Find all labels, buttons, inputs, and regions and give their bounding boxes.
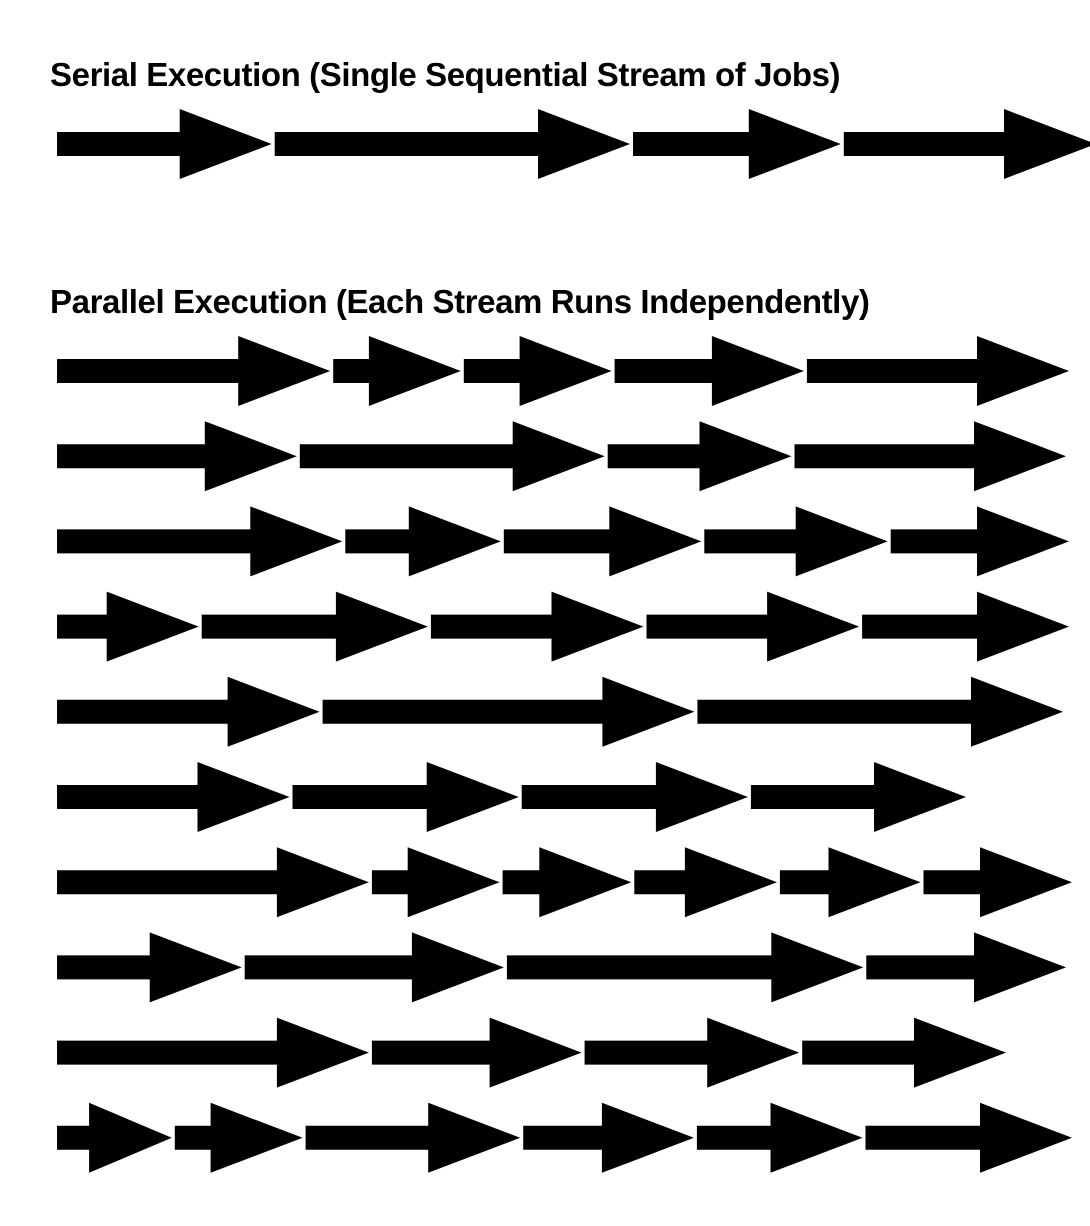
- parallel-job-arrow: [502, 847, 632, 918]
- parallel-job-arrow: [299, 421, 605, 492]
- parallel-job-arrow: [890, 506, 1069, 577]
- parallel-job-arrow: [750, 762, 966, 832]
- parallel-job-arrow: [463, 336, 612, 406]
- parallel-job-arrow: [866, 932, 1066, 1003]
- parallel-job-arrow: [371, 847, 500, 918]
- parallel-job-arrow: [607, 421, 792, 492]
- parallel-job-arrow: [862, 591, 1069, 662]
- parallel-job-arrow: [802, 1017, 1006, 1088]
- parallel-job-arrow: [634, 847, 777, 918]
- parallel-job-arrow: [57, 506, 343, 577]
- parallel-job-arrow: [614, 336, 804, 406]
- parallel-job-arrow: [779, 847, 921, 918]
- parallel-job-arrow: [646, 591, 860, 662]
- parallel-job-arrow: [305, 1102, 521, 1173]
- parallel-job-arrow: [57, 676, 320, 747]
- parallel-job-arrow: [923, 847, 1072, 918]
- parallel-execution-heading: Parallel Execution (Each Stream Runs Ind…: [50, 283, 870, 320]
- parallel-stream: [57, 591, 1069, 662]
- parallel-job-arrow: [794, 421, 1066, 492]
- serial-job-arrow: [274, 109, 630, 179]
- parallel-stream: [57, 676, 1063, 747]
- parallel-job-arrow: [322, 676, 695, 747]
- parallel-job-arrow: [292, 762, 519, 832]
- serial-execution-heading: Serial Execution (Single Sequential Stre…: [50, 56, 841, 93]
- parallel-stream: [57, 421, 1066, 492]
- parallel-job-arrow: [57, 591, 199, 662]
- parallel-stream: [57, 762, 966, 832]
- parallel-job-arrow: [57, 847, 369, 918]
- parallel-job-arrow: [584, 1017, 800, 1088]
- parallel-stream: [57, 1102, 1072, 1173]
- parallel-job-arrow: [57, 762, 290, 832]
- serial-stream: [57, 109, 1090, 179]
- parallel-job-arrow: [345, 506, 501, 577]
- parallel-job-arrow: [696, 1102, 863, 1173]
- parallel-stream: [57, 1017, 1006, 1088]
- parallel-job-arrow: [697, 676, 1063, 747]
- parallel-job-arrow: [57, 421, 297, 492]
- parallel-job-arrow: [521, 762, 748, 832]
- serial-job-arrow: [57, 109, 272, 179]
- parallel-job-arrow: [523, 1102, 694, 1173]
- parallel-job-arrow: [57, 1017, 369, 1088]
- parallel-job-arrow: [865, 1102, 1072, 1173]
- parallel-job-arrow: [333, 336, 461, 406]
- parallel-job-arrow: [57, 932, 242, 1003]
- parallel-job-arrow: [704, 506, 888, 577]
- serial-job-arrow: [633, 109, 841, 179]
- parallel-stream: [57, 847, 1072, 918]
- parallel-job-arrow: [806, 336, 1069, 406]
- parallel-job-arrow: [430, 591, 644, 662]
- serial-job-arrow: [843, 109, 1090, 179]
- parallel-job-arrow: [506, 932, 864, 1003]
- parallel-stream: [57, 336, 1069, 406]
- parallel-job-arrow: [244, 932, 504, 1003]
- parallel-job-arrow: [174, 1102, 303, 1173]
- parallel-stream: [57, 506, 1069, 577]
- parallel-job-arrow: [503, 506, 702, 577]
- parallel-job-arrow: [371, 1017, 582, 1088]
- parallel-job-arrow: [57, 1102, 172, 1173]
- parallel-job-arrow: [57, 336, 331, 406]
- parallel-stream: [57, 932, 1066, 1003]
- parallel-job-arrow: [201, 591, 428, 662]
